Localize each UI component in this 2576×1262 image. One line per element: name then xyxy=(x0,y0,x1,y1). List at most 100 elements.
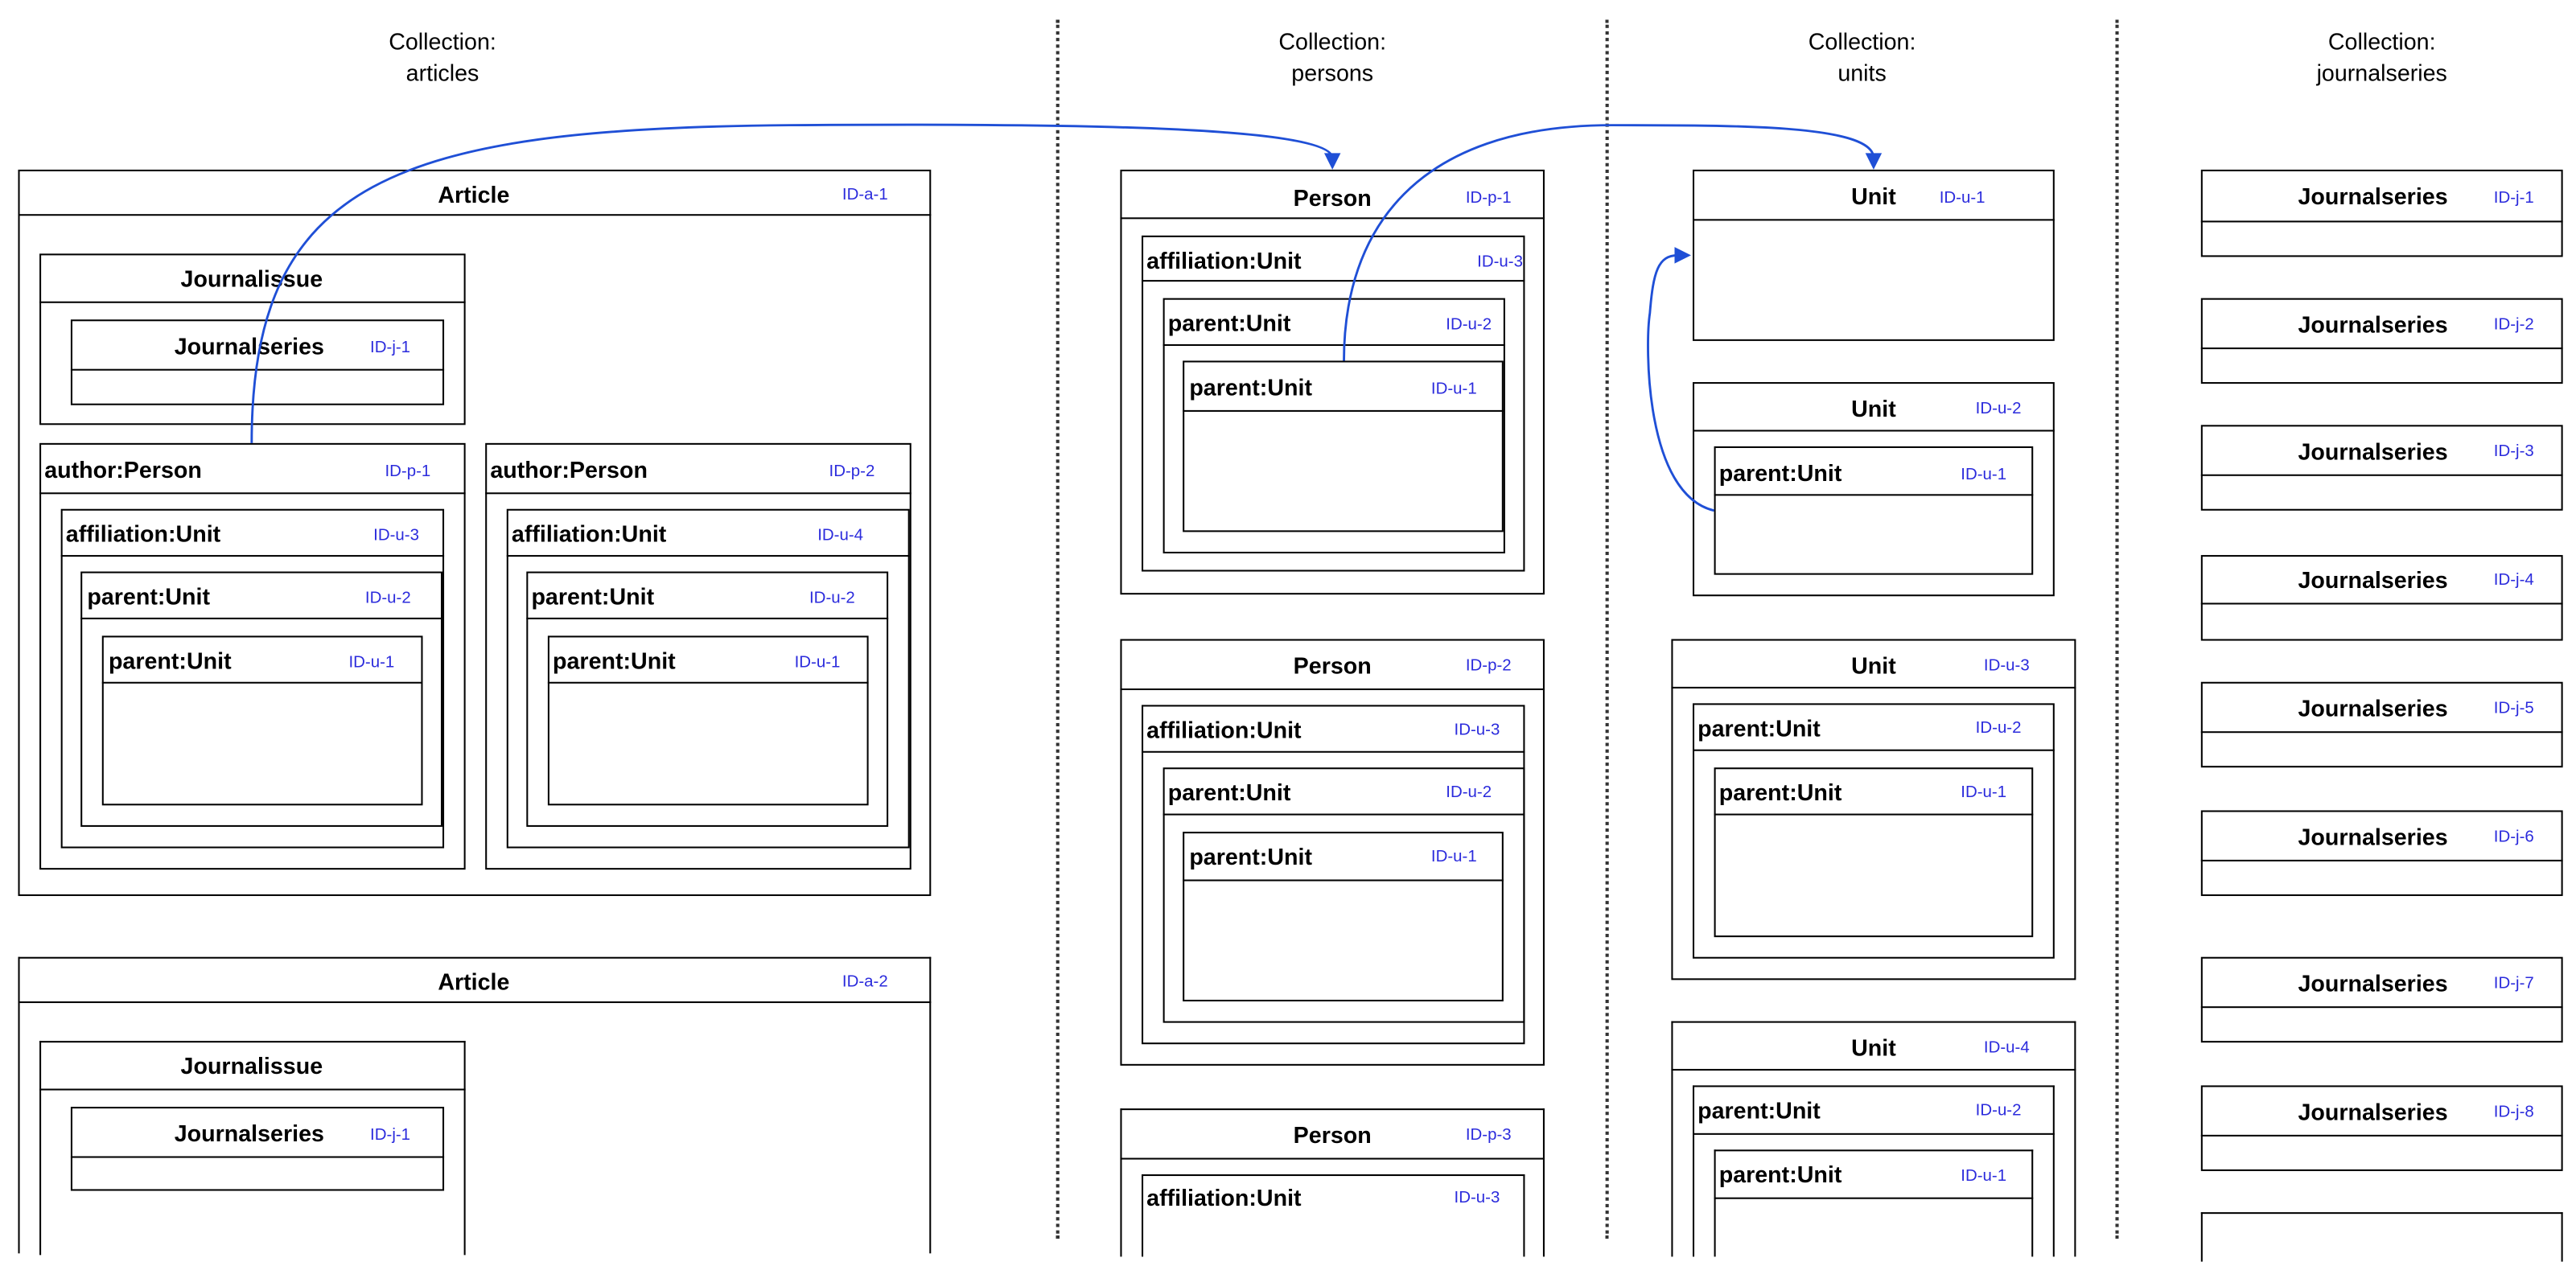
parent-unit-id: ID-u-1 xyxy=(348,653,395,672)
journalseries-id: ID-j-6 xyxy=(2493,828,2534,847)
author-person-title: author:Person xyxy=(44,456,202,483)
unit-id: ID-u-4 xyxy=(1983,1039,2030,1058)
journalseries-title: Journalseries xyxy=(2298,438,2448,465)
person-box xyxy=(1120,1108,1545,1257)
affiliation-title: affiliation:Unit xyxy=(1146,716,1302,743)
person-id: ID-p-3 xyxy=(1465,1126,1512,1145)
parent-unit-box xyxy=(80,571,443,827)
separator-3 xyxy=(2115,19,2119,1239)
person-id: ID-p-1 xyxy=(1465,189,1512,208)
journalseries-title: Journalseries xyxy=(2298,695,2448,721)
parent-unit-title: parent:Unit xyxy=(1697,714,1821,742)
journalseries-box xyxy=(2200,555,2563,641)
parent-unit-box xyxy=(1162,767,1525,1023)
arrow-head xyxy=(1865,153,1883,170)
article-1-box xyxy=(18,169,932,896)
journalseries-id: ID-j-8 xyxy=(2493,1103,2534,1122)
affiliation-id: ID-u-3 xyxy=(1477,253,1523,272)
parent-unit-box xyxy=(1714,1149,2034,1257)
journalseries-id: ID-j-5 xyxy=(2493,700,2534,718)
author-person-id: ID-p-2 xyxy=(829,462,875,481)
unit-box xyxy=(1671,639,2076,980)
journalissue-title: Journalissue xyxy=(180,1052,323,1079)
parent-unit-title: parent:Unit xyxy=(1189,373,1312,401)
journalseries-id: ID-j-1 xyxy=(2493,189,2534,208)
journalseries-title: Journalseries xyxy=(174,1120,324,1147)
parent-unit-box xyxy=(1183,360,1504,532)
unit-id: ID-u-2 xyxy=(1975,400,2022,419)
affiliation-id: ID-u-3 xyxy=(1454,721,1500,740)
collection-header-articles: Collection: articles xyxy=(389,27,496,86)
affiliation-id: ID-u-3 xyxy=(1454,1189,1500,1207)
parent-unit-id: ID-u-2 xyxy=(1446,783,1492,803)
affiliation-box xyxy=(1142,235,1525,572)
collection-header-persons: Collection: persons xyxy=(1278,27,1387,86)
journalseries-box xyxy=(2200,681,2563,768)
parent-unit-title: parent:Unit xyxy=(108,647,232,674)
author-person-box xyxy=(485,442,911,870)
unit-title: Unit xyxy=(1851,395,1896,422)
parent-unit-title: parent:Unit xyxy=(1167,309,1291,336)
person-id: ID-p-2 xyxy=(1465,657,1512,676)
journalseries-title: Journalseries xyxy=(2298,183,2448,210)
parent-unit-box xyxy=(1714,446,2034,575)
affiliation-box xyxy=(506,508,910,849)
parent-unit-box xyxy=(1692,703,2055,959)
article-2-box xyxy=(18,956,932,1254)
parent-unit-title: parent:Unit xyxy=(87,582,211,610)
arrow-head xyxy=(1323,153,1341,170)
unit-box xyxy=(1692,382,2055,597)
parent-unit-id: ID-u-1 xyxy=(1961,783,2007,803)
parent-unit-title: parent:Unit xyxy=(1189,843,1312,870)
parent-unit-title: parent:Unit xyxy=(1718,459,1842,487)
separator-1 xyxy=(1056,19,1060,1239)
person-title: Person xyxy=(1293,1121,1372,1149)
parent-unit-box xyxy=(1714,767,2034,938)
journalseries-box xyxy=(70,319,445,405)
journalseries-id: ID-j-7 xyxy=(2493,975,2534,993)
person-box xyxy=(1120,639,1545,1066)
author-person-box xyxy=(39,442,466,870)
parent-unit-box xyxy=(1183,832,1504,1002)
affiliation-box xyxy=(60,508,445,849)
parent-unit-id: ID-u-2 xyxy=(809,590,855,608)
separator-2 xyxy=(1605,19,1609,1239)
unit-title: Unit xyxy=(1851,183,1896,210)
journalseries-box xyxy=(2200,1212,2563,1262)
parent-unit-box xyxy=(1692,1085,2055,1257)
unit-id: ID-u-3 xyxy=(1983,657,2030,676)
journalseries-title: Journalseries xyxy=(2298,566,2448,594)
journalseries-title: Journalseries xyxy=(2298,823,2448,850)
affiliation-id: ID-u-4 xyxy=(817,527,864,545)
parent-unit-id: ID-u-2 xyxy=(1446,316,1492,335)
journalseries-box xyxy=(2200,425,2563,511)
journalseries-title: Journalseries xyxy=(2298,1098,2448,1125)
parent-unit-id: ID-u-2 xyxy=(1975,1101,2022,1120)
affiliation-title: affiliation:Unit xyxy=(65,520,221,547)
journalseries-box xyxy=(2200,1085,2563,1171)
journalseries-title: Journalseries xyxy=(2298,970,2448,997)
nested-parent-arrow xyxy=(1647,253,1714,512)
parent-unit-id: ID-u-1 xyxy=(1961,466,2007,485)
journalseries-title: Journalseries xyxy=(174,332,324,360)
affiliation-id: ID-u-3 xyxy=(373,527,419,545)
parent-unit-id: ID-u-2 xyxy=(364,590,411,608)
parent-unit-id: ID-u-1 xyxy=(1430,848,1477,867)
journalseries-id: ID-j-1 xyxy=(370,339,411,358)
parent-unit-title: parent:Unit xyxy=(1167,779,1291,806)
unit-title: Unit xyxy=(1851,652,1896,679)
parent-unit-title: parent:Unit xyxy=(1718,1161,1842,1188)
journalissue-title: Journalissue xyxy=(180,265,323,292)
parent-unit-title: parent:Unit xyxy=(553,647,676,674)
parent-unit-box xyxy=(547,635,869,806)
journalseries-id: ID-j-1 xyxy=(370,1126,411,1145)
parent-unit-id: ID-u-1 xyxy=(794,653,841,672)
article-2-title: Article xyxy=(438,968,510,995)
parent-unit-title: parent:Unit xyxy=(531,582,655,610)
unit-box xyxy=(1671,1021,2076,1257)
person-box xyxy=(1120,169,1545,595)
journalseries-title: Journalseries xyxy=(2298,311,2448,338)
collection-header-journalseries: Collection: journalseries xyxy=(2316,27,2447,86)
parent-unit-title: parent:Unit xyxy=(1718,779,1842,806)
